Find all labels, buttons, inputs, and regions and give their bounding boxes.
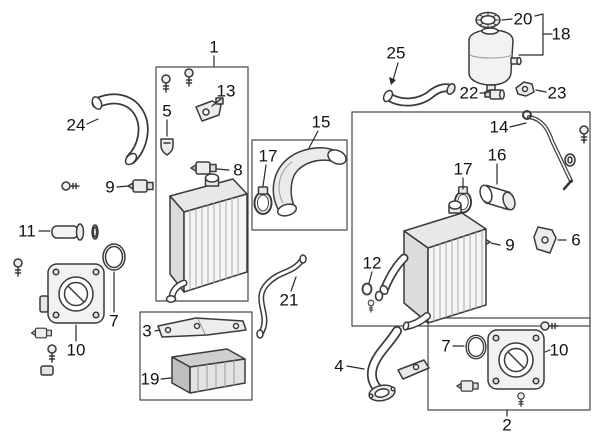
coolant-hose-24-drawing (91, 93, 149, 166)
sensor-8-drawing (190, 161, 217, 175)
callout-17-right[interactable]: 17 (453, 159, 473, 179)
reservoir-cap-20-drawing (475, 11, 501, 29)
air-hose-15-drawing (272, 147, 347, 217)
vent-tube-21-drawing (256, 254, 307, 339)
connector-23-drawing (515, 81, 535, 97)
group-box-right-intercooler (351, 111, 591, 327)
callout-7-right[interactable]: 7 (441, 336, 451, 356)
callout-10-left[interactable]: 10 (66, 340, 86, 360)
callout-9-left[interactable]: 9 (105, 177, 115, 197)
callout-17-left[interactable]: 17 (258, 146, 278, 166)
callout-2[interactable]: 2 (502, 415, 512, 435)
bracket-3-drawing (157, 317, 247, 338)
connector-22-drawing (484, 89, 505, 100)
callout-15[interactable]: 15 (311, 112, 331, 132)
seals-12-drawing (361, 282, 384, 313)
breather-hose-25-drawing (382, 83, 456, 107)
callout-21[interactable]: 21 (279, 290, 299, 310)
callout-14[interactable]: 14 (489, 117, 509, 137)
sensor-13-drawing (195, 97, 224, 122)
callout-12[interactable]: 12 (362, 253, 382, 273)
control-module-19-drawing (171, 348, 246, 394)
leader-lines (38, 13, 567, 417)
hose-clamp-17-left-drawing (253, 186, 273, 215)
callout-1[interactable]: 1 (209, 37, 219, 57)
callout-13[interactable]: 13 (216, 81, 236, 101)
callout-22[interactable]: 22 (459, 83, 479, 103)
callout-16[interactable]: 16 (487, 145, 507, 165)
support-rod-14-drawing (522, 110, 589, 191)
callout-19[interactable]: 19 (140, 369, 160, 389)
callout-6[interactable]: 6 (571, 230, 581, 250)
charge-pipe-16-drawing (479, 184, 516, 211)
group-boxes (139, 66, 591, 411)
oring-7-right-drawing (465, 334, 487, 360)
group-box-right-throttle (427, 317, 591, 411)
callout-20[interactable]: 20 (513, 9, 533, 29)
coolant-reservoir-18-drawing (468, 27, 522, 97)
callout-4[interactable]: 4 (334, 356, 344, 376)
callout-7-left[interactable]: 7 (109, 311, 119, 331)
callout-11[interactable]: 11 (18, 221, 36, 241)
throttle-body-left-drawing (30, 263, 105, 376)
group-box-air-hose (251, 139, 348, 231)
callout-9-right[interactable]: 9 (505, 235, 515, 255)
hose-fitting-11-drawing (13, 223, 99, 277)
group-box-left-intercooler (155, 66, 249, 302)
callout-23[interactable]: 23 (547, 83, 567, 103)
callout-18[interactable]: 18 (551, 24, 571, 44)
callout-8[interactable]: 8 (233, 160, 243, 180)
callout-10-right[interactable]: 10 (549, 340, 569, 360)
duct-bracket-4-drawing (366, 326, 430, 402)
retaining-clip-5-drawing (160, 138, 174, 156)
bracket-6-drawing (533, 226, 557, 254)
callout-25[interactable]: 25 (386, 43, 406, 63)
throttle-body-right-drawing (456, 321, 559, 407)
intercooler-left-drawing (165, 173, 248, 303)
screw-icons-top (161, 68, 194, 93)
callout-24[interactable]: 24 (66, 115, 86, 135)
group-box-bracket-module (139, 311, 253, 401)
callout-5[interactable]: 5 (162, 101, 172, 121)
intercooler-right-drawing (379, 200, 487, 331)
oring-7-left-drawing (102, 243, 126, 271)
callout-3[interactable]: 3 (142, 321, 152, 341)
